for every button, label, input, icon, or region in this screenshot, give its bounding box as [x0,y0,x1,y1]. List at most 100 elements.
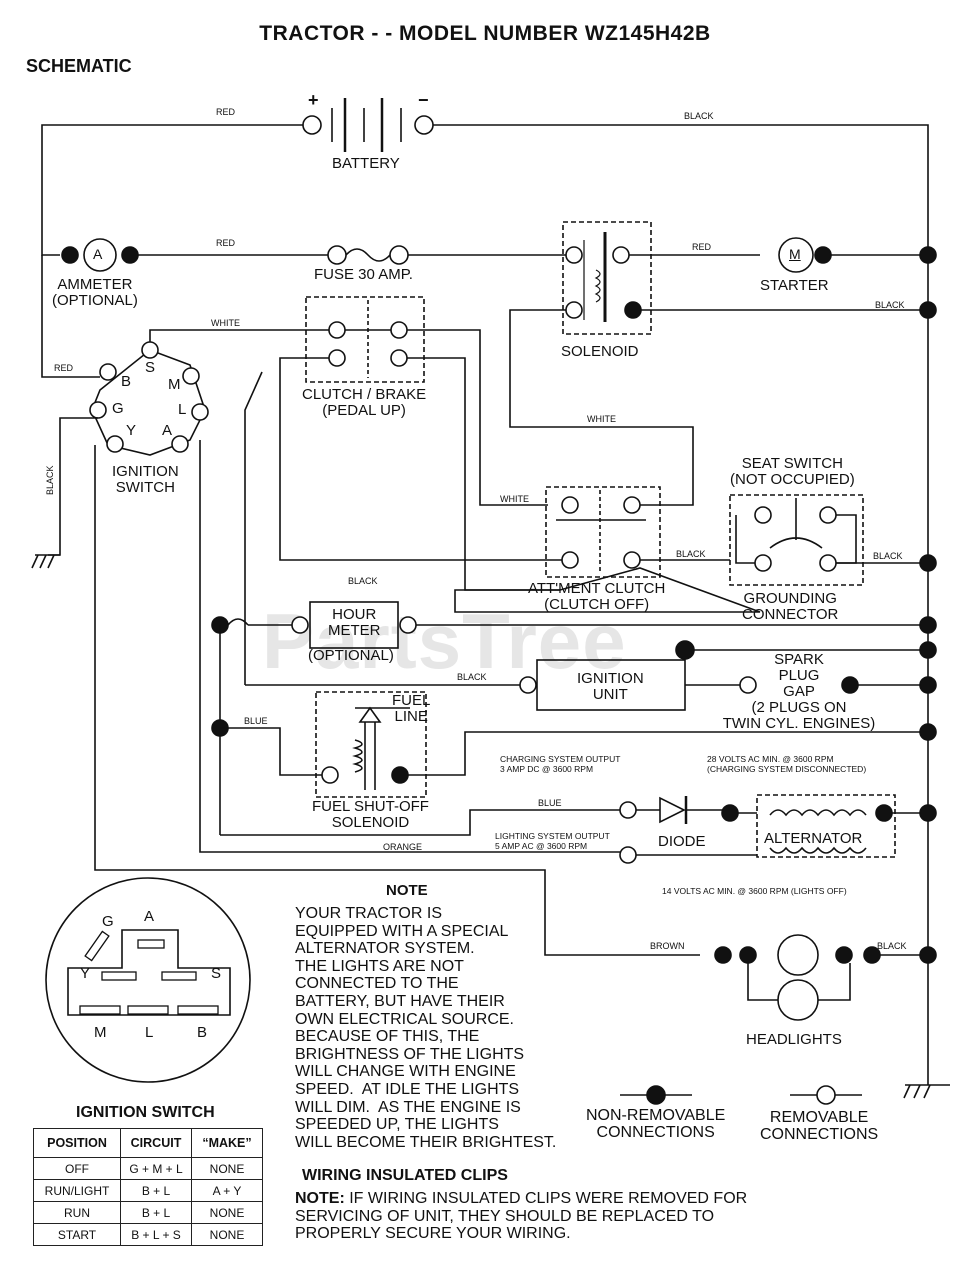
ignition-switch-symbol [31,255,330,569]
table-cell: B + L + S [120,1223,192,1246]
wire-red-starter: RED [692,242,712,252]
spark-plug-gap-label: SPARK PLUG GAP (2 PLUGS ON TWIN CYL. ENG… [722,651,876,732]
alternator-label: ALTERNATOR [764,830,863,847]
table-row: RUN/LIGHT B + L A + Y [33,1179,263,1202]
wire-orange: ORANGE [383,842,423,852]
clutch-brake-switch [279,296,565,591]
ignition-unit-label: IGNITION UNIT [577,670,644,703]
hour-meter-label: HOUR METER [328,606,381,639]
volts-14-note: 14 VOLTS AC MIN. @ 3600 RPM (LIGHTS OFF) [662,886,847,896]
table-cell: A + Y [191,1179,263,1202]
note-body: YOUR TRACTOR IS EQUIPPED WITH A SPECIAL … [295,905,557,1151]
terminal-l: L [178,401,187,418]
ignition-table-title: IGNITION SWITCH [76,1104,215,1121]
clips-title: WIRING INSULATED CLIPS [302,1167,508,1184]
table-cell: B + L [120,1179,192,1202]
battery-plus-label: + [308,90,319,110]
fuel-line-label: FUEL LINE [392,692,431,725]
face-letter-a: A [144,908,155,925]
header-circuit: CIRCUIT [120,1128,192,1158]
table-cell: RUN [33,1201,121,1224]
wire-red-ign: RED [54,363,74,373]
wire-red-fuse: RED [216,238,236,248]
table-row: OFF G + M + L NONE [33,1157,263,1180]
clips-note: NOTE: IF WIRING INSULATED CLIPS WERE REM… [295,1190,747,1243]
wire-black-ign-unit: BLACK [457,672,487,682]
table-cell: RUN/LIGHT [33,1179,121,1202]
wire-blue-fuel: BLUE [244,716,268,726]
table-row: RUN B + L NONE [33,1201,263,1224]
section-label: SCHEMATIC [26,56,132,76]
legend-symbols [620,1085,862,1105]
terminal-g: G [112,400,124,417]
main-power-line [41,215,937,335]
starter-label: STARTER [760,277,829,294]
terminal-a: A [162,422,173,439]
ignition-switch-face [45,877,251,1083]
fuel-shutoff-solenoid [220,691,937,798]
attachment-clutch [454,486,761,613]
wire-black-solenoid: BLACK [875,300,905,310]
wire-black-seat-right: BLACK [873,551,903,561]
charging-output-note: CHARGING SYSTEM OUTPUT 3 AMP DC @ 3600 R… [500,754,621,774]
table-cell: NONE [191,1201,263,1224]
wire-blue-diode: BLUE [538,798,562,808]
header-make: “MAKE” [191,1128,263,1158]
wire-black-ground: BLACK [45,465,55,495]
wire-black-lights: BLACK [877,941,907,951]
ignition-switch-label: IGNITION SWITCH [112,463,179,496]
wire-black-seat-left: BLACK [676,549,706,559]
wire-white-clutch: WHITE [500,494,529,504]
volts-28-note: 28 VOLTS AC MIN. @ 3600 RPM (CHARGING SY… [707,754,867,774]
ammeter-label: AMMETER (OPTIONAL) [52,276,138,309]
wire-black-top: BLACK [684,111,714,121]
solenoid-label: SOLENOID [561,343,639,360]
battery-label: BATTERY [332,155,400,172]
charging-system [94,440,937,956]
table-cell: B + L [120,1201,192,1224]
face-letter-l: L [145,1024,154,1041]
clutch-brake-label: CLUTCH / BRAKE (PEDAL UP) [302,386,427,419]
note-title: NOTE [386,882,428,899]
seat-switch [729,494,937,586]
fuel-solenoid-label: FUEL SHUT-OFF SOLENOID [312,798,429,831]
table-cell: START [33,1223,121,1246]
page-title: TRACTOR - - MODEL NUMBER WZ145H42B [259,22,711,45]
ammeter-symbol: A [93,246,103,262]
fuse-label: FUSE 30 AMP. [314,266,413,283]
table-cell: OFF [33,1157,121,1180]
grounding-connector-label: GROUNDING CONNECTOR [742,590,839,623]
table-cell: NONE [191,1223,263,1246]
wire-brown: BROWN [650,941,685,951]
wire-black-clutch: BLACK [348,576,378,586]
face-letter-s: S [211,965,222,982]
table-row: START B + L + S NONE [33,1223,263,1246]
face-letter-y: Y [80,965,91,982]
battery-minus-label: − [418,90,429,110]
wire-red-top: RED [216,107,236,117]
terminal-s: S [145,359,156,376]
battery-circuit [41,98,929,1085]
wire-white-solenoid: WHITE [587,414,616,424]
wire-white-switch: WHITE [211,318,240,328]
seat-switch-label: SEAT SWITCH (NOT OCCUPIED) [730,455,855,488]
ignition-table: POSITION CIRCUIT “MAKE” OFF G + M + L NO… [33,1128,263,1246]
hour-meter [211,601,937,835]
header-position: POSITION [33,1128,121,1158]
clips-note-label: NOTE: [295,1190,345,1207]
headlights-label: HEADLIGHTS [746,1031,842,1048]
terminal-y: Y [126,422,137,439]
face-letter-g: G [102,913,114,930]
legend-removable: REMOVABLE CONNECTIONS [760,1109,879,1143]
attachment-clutch-label: ATT'MENT CLUTCH (CLUTCH OFF) [528,580,666,613]
legend-non-removable: NON-REMOVABLE CONNECTIONS [586,1107,726,1141]
face-letter-m: M [94,1024,107,1041]
diode-label: DIODE [658,833,706,850]
starter-symbol: M [789,246,801,262]
table-header-row: POSITION CIRCUIT “MAKE” [33,1128,263,1158]
table-cell: NONE [191,1157,263,1180]
face-letter-b: B [197,1024,208,1041]
headlights-circuit [714,934,950,1099]
lighting-output-note: LIGHTING SYSTEM OUTPUT 5 AMP AC @ 3600 R… [495,831,610,851]
terminal-m: M [168,376,181,393]
